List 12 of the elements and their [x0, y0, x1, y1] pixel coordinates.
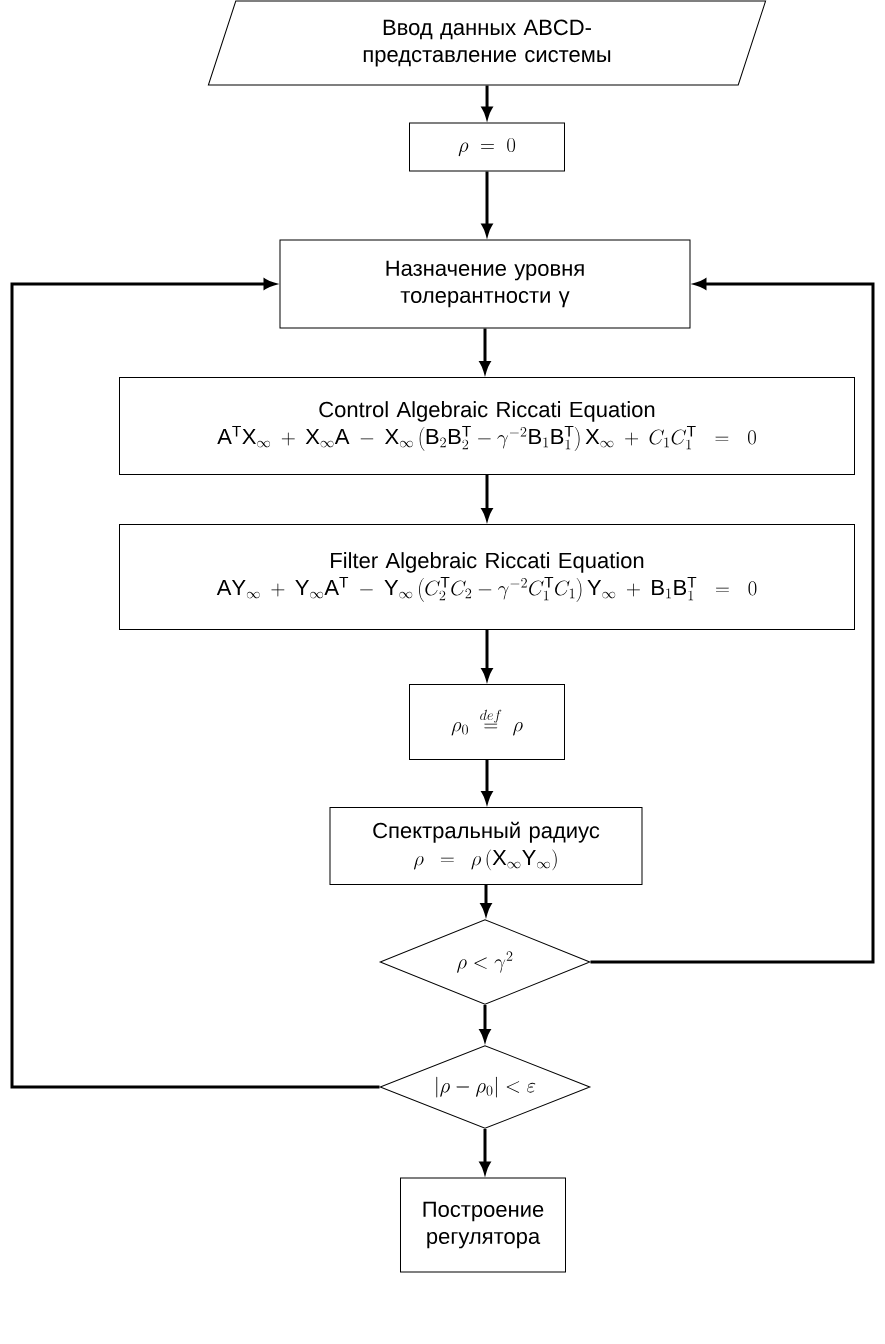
process-box: $\rho = 0$	[409, 122, 565, 172]
arrow	[481, 171, 493, 236]
process-box: Назначение уровня толерантности γ	[279, 239, 691, 329]
arrow	[10, 278, 380, 1089]
process-box: Спектральный радиус $\rho = \rho\left(\mathrm{X}_\infty\mathrm{Y}_\infty\right)$	[329, 807, 643, 885]
process-box: Построение регулятора	[400, 1177, 566, 1273]
process-box: $\rho_0 \stackrel{def}{=} \rho$	[409, 684, 565, 760]
arrow	[590, 278, 875, 964]
input-parallelogram: Ввод данных ABCD-представление системы	[207, 0, 767, 86]
process-box: Filter Algebraic Riccati Equation $\mathrm{A}\mathrm{Y}_\infty + \mathrm{Y}_\infty\mathrm{A}^{\mathrm{T}} - \mathrm{Y}_\infty\left(C_2^{\mathrm{T}}C_2 - \gamma^{-2}C_1^{\mathrm{T}}C_1\right)\mathrm{Y}_\infty + \mathrm{B}_1\mathrm{B}_1^{\mathrm{T}} = 0$	[119, 524, 855, 630]
arrow	[479, 1129, 491, 1174]
process-box: Control Algebraic Riccati Equation $\mathrm{A}^{\mathrm{T}}\mathrm{X}_\infty + \mathrm{X}_\infty\mathrm{A} - \mathrm{X}_\infty\left(\mathrm{B}_2\mathrm{B}_2^{\mathrm{T}} - \gamma^{-2}\mathrm{B}_1\mathrm{B}_1^{\mathrm{T}}\right)\mathrm{X}_\infty + C_1C_1^{\mathrm{T}} = 0$	[119, 377, 855, 475]
